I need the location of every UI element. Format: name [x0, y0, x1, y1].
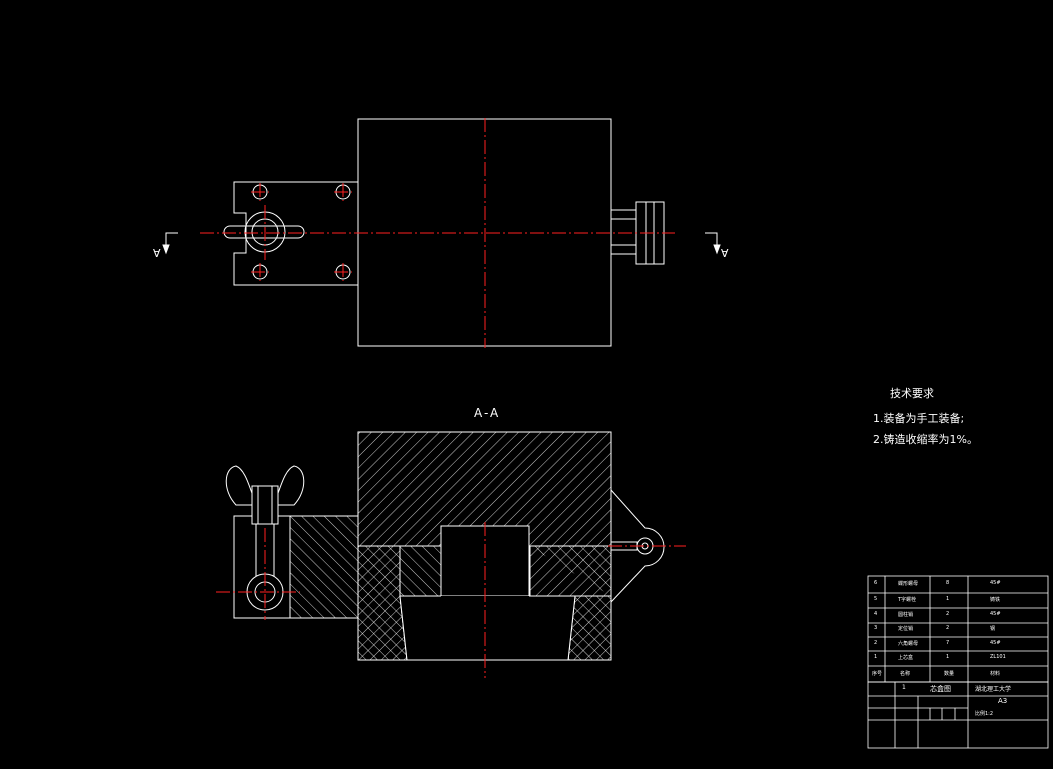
bom-row-5-no: 5 — [874, 596, 878, 602]
bom-row-6-name: 蝶形螺母 — [898, 581, 919, 587]
bom-row-4-qty: 2 — [946, 611, 950, 617]
wing-nut-bar — [223, 225, 305, 239]
bom-row-4-name: 圆柱销 — [898, 612, 914, 618]
bom-row-3-material: 钢 — [990, 626, 996, 632]
bom-row-6-material: 45# — [990, 580, 1001, 586]
title-school: 湖北理工大学 — [975, 686, 1012, 693]
tech-requirements-title: 技术要求 — [890, 387, 934, 400]
bom-row-1-name: 上芯盒 — [898, 655, 914, 661]
bom-row-5-material: 铸铁 — [990, 597, 1001, 603]
bom-header-name: 名称 — [900, 671, 911, 677]
section-mark-left: A — [153, 246, 161, 259]
cavity-lower — [399, 595, 576, 661]
section-view — [225, 431, 665, 661]
bom-row-3-name: 定位销 — [898, 626, 914, 632]
bom-row-1-no: 1 — [874, 654, 878, 660]
section-markers — [162, 232, 721, 255]
nut-core — [251, 485, 279, 525]
title-sheet-no: 1 — [902, 684, 906, 691]
bom-header-material: 材料 — [990, 671, 1001, 677]
clamp-block — [289, 515, 359, 619]
title-drawing-name: 芯盒图 — [930, 685, 951, 693]
top-view-centerlines — [200, 118, 675, 348]
bom-row-3-no: 3 — [874, 625, 878, 631]
bom-row-5-qty: 1 — [946, 596, 950, 602]
bom-header-qty: 数量 — [944, 671, 955, 677]
bom-row-6-qty: 8 — [946, 580, 950, 586]
bom-row-6-no: 6 — [874, 580, 878, 586]
bom-row-3-qty: 2 — [946, 625, 950, 631]
section-view-title: A-A — [474, 406, 501, 420]
bom-row-2-material: 45# — [990, 640, 1001, 646]
bom-row-2-no: 2 — [874, 640, 878, 646]
title-scale: 比例1:2 — [975, 711, 994, 717]
bom-row-1-material: ZL101 — [990, 654, 1006, 660]
title-sheet-size: A3 — [998, 697, 1008, 705]
right-pin-body — [610, 209, 637, 220]
bom-table — [867, 575, 1049, 749]
tech-requirement-1: 1.装备为手工装备; — [873, 412, 965, 425]
section-mark-right: A — [721, 246, 729, 259]
right-handle — [610, 489, 665, 603]
bom-row-1-qty: 1 — [946, 654, 950, 660]
tech-requirement-2: 2.铸造收缩率为1%。 — [873, 433, 978, 446]
left-clamp-plate — [233, 181, 359, 286]
right-pin-body-2 — [610, 244, 637, 255]
bom-row-2-qty: 7 — [946, 640, 950, 646]
bom-header-no: 序号 — [872, 671, 883, 677]
bom-row-2-name: 六角螺母 — [898, 641, 919, 647]
bom-row-4-material: 45# — [990, 611, 1001, 617]
bom-row-4-no: 4 — [874, 611, 878, 617]
bom-row-5-name: T字螺栓 — [898, 597, 917, 603]
section-centerlines — [216, 522, 686, 678]
